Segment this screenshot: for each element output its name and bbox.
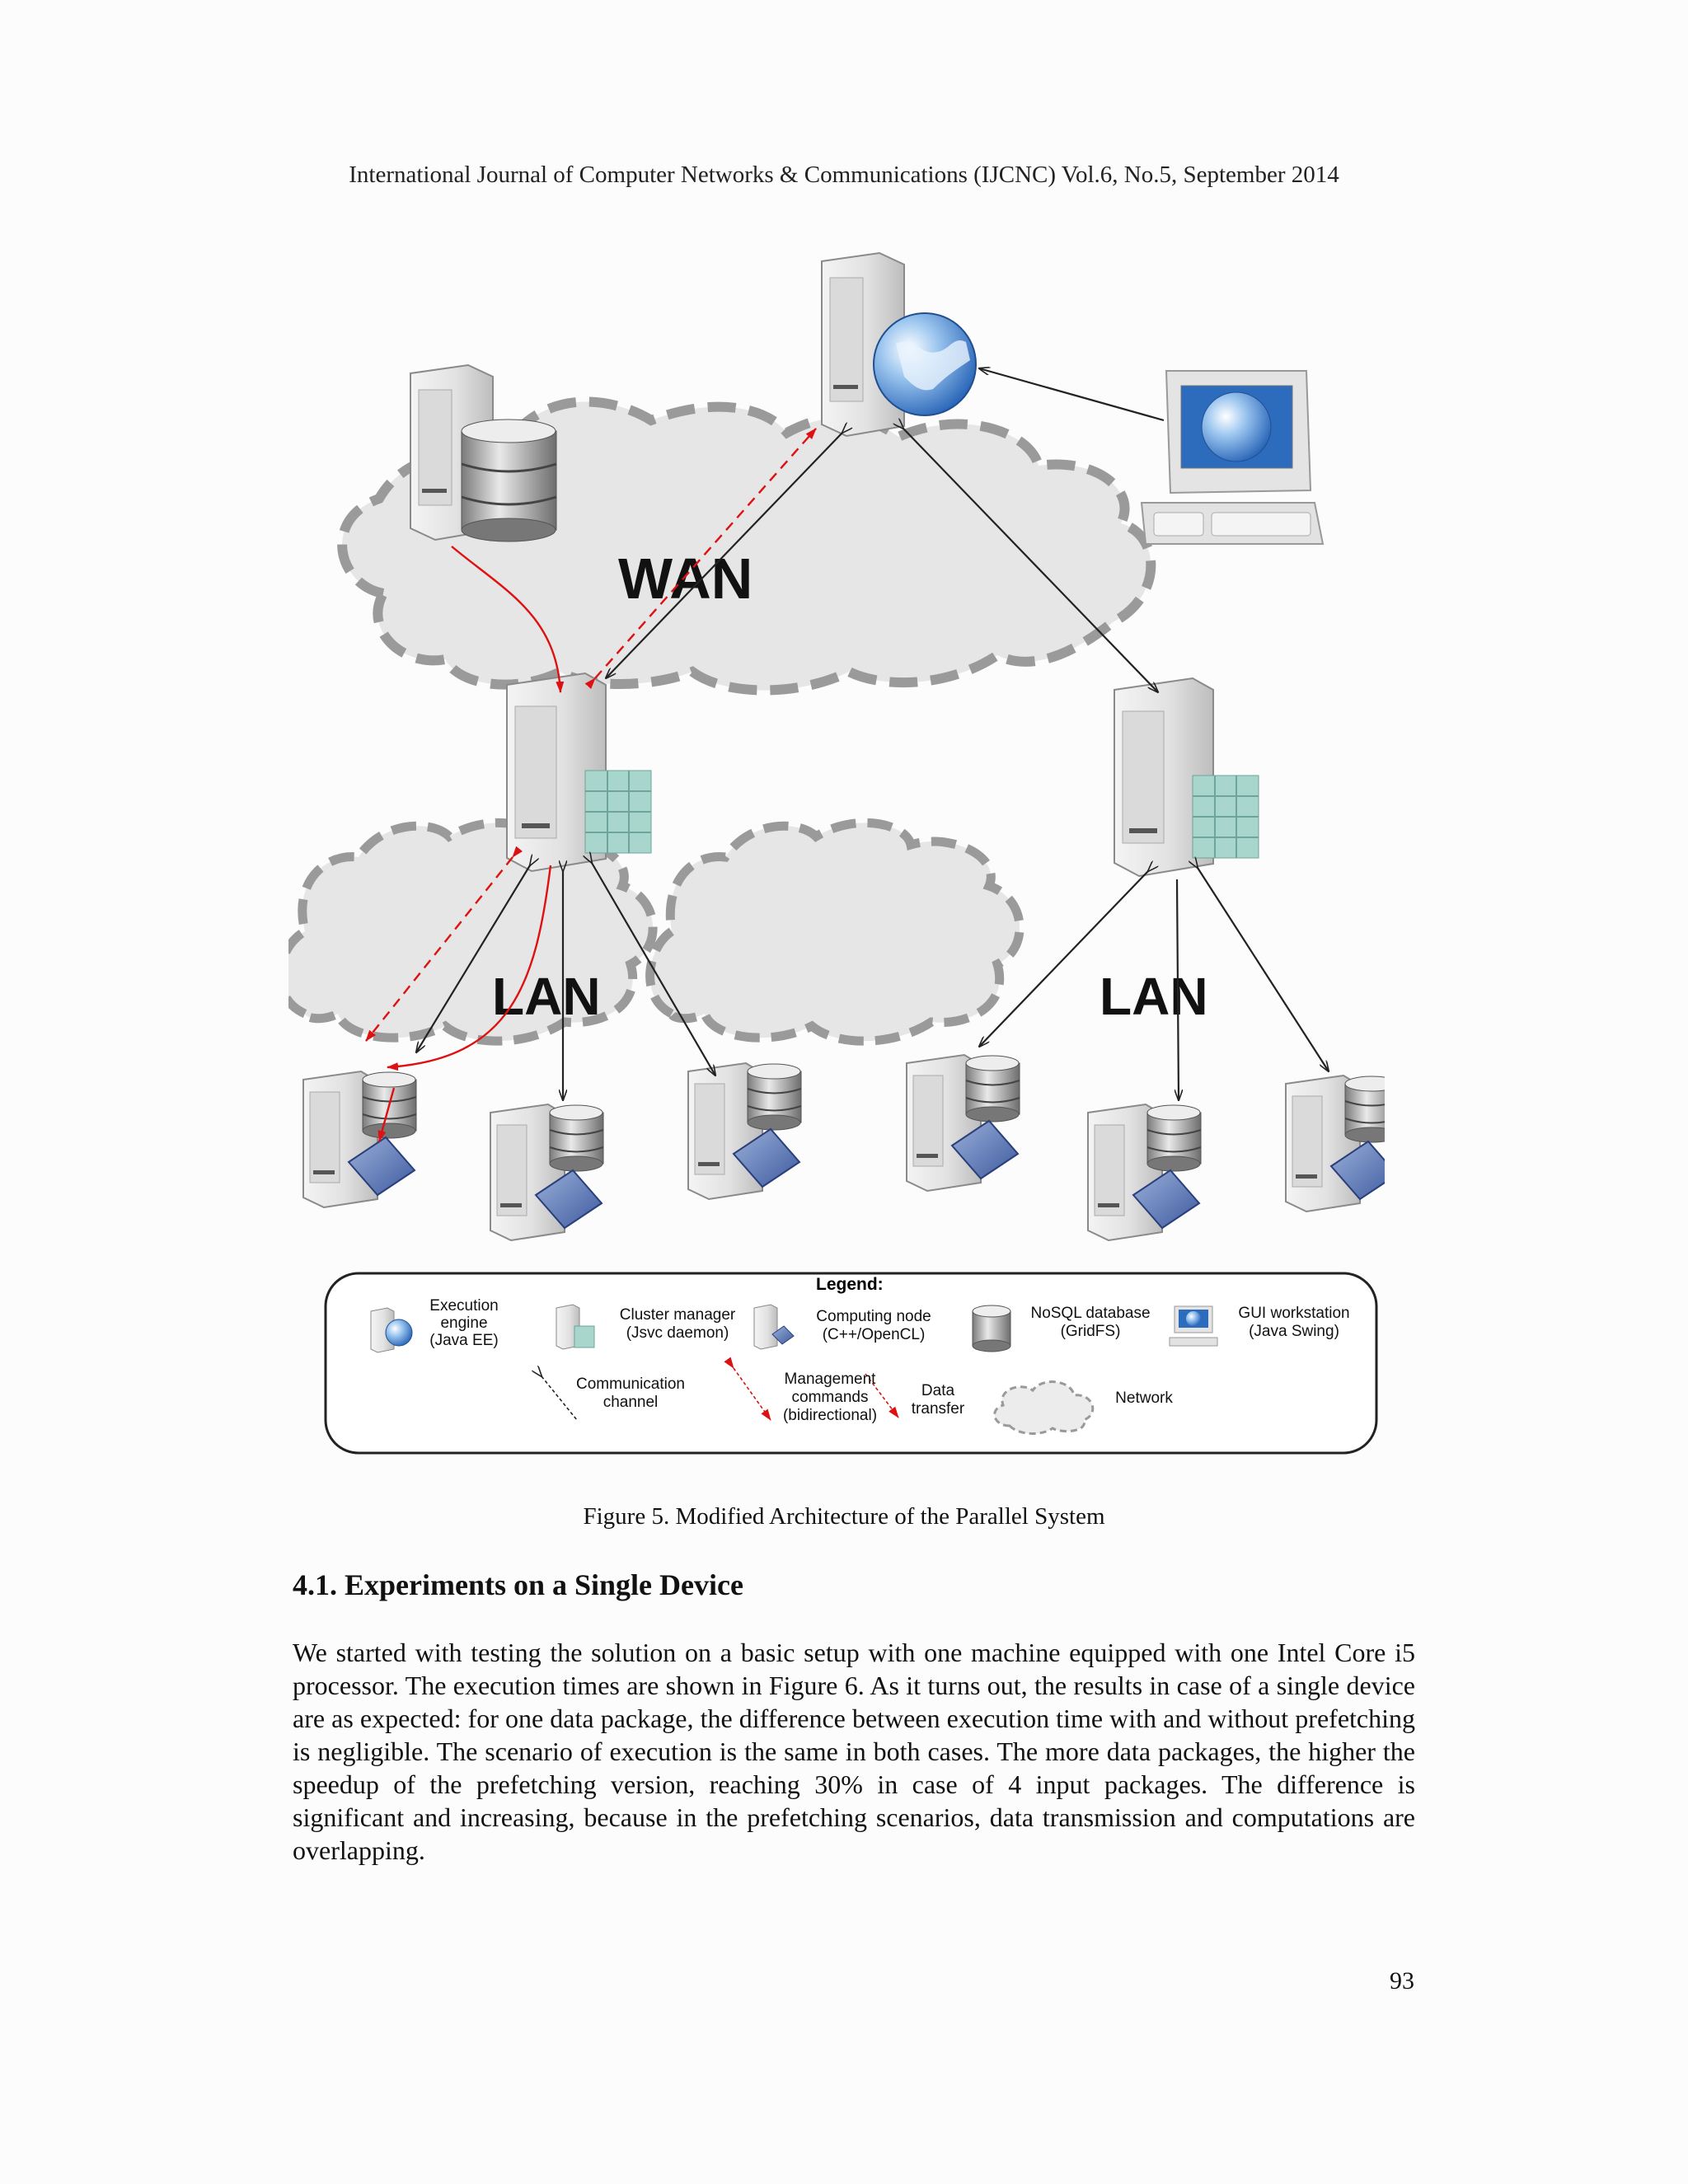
management-commands	[365, 428, 817, 1042]
nosql-database-legend-icon	[972, 1305, 1011, 1352]
legend-gui-l1: GUI workstation	[1238, 1305, 1349, 1322]
legend-cluster-manager-l1: Cluster manager	[620, 1306, 736, 1324]
channel-lan-right-3	[1198, 868, 1329, 1071]
command-lan	[365, 846, 523, 1042]
legend-commands-l1: Management	[785, 1371, 877, 1388]
page-number: 93	[1390, 1967, 1414, 1994]
transfer-db-to-manager	[451, 546, 565, 693]
legend-execution-engine-l3: (Java EE)	[429, 1332, 498, 1349]
wan-label: WAN	[618, 546, 753, 611]
legend-command-sample	[724, 1357, 771, 1421]
cluster-manager-right	[1114, 677, 1259, 878]
computing-node	[1087, 1103, 1202, 1242]
legend-channel-l1: Communication	[576, 1376, 685, 1393]
cluster-manager-legend-icon	[556, 1304, 595, 1350]
channel-lan-left-3	[592, 863, 715, 1076]
execution-engine-legend-icon	[370, 1307, 413, 1353]
legend-computing-node-l2: (C++/OpenCL)	[823, 1326, 926, 1343]
legend-execution-engine-l1: Execution	[429, 1297, 498, 1315]
legend-computing-node-l1: Computing node	[816, 1308, 931, 1325]
legend-nosql-l1: NoSQL database	[1030, 1305, 1150, 1322]
legend-commands-l2: commands	[792, 1389, 869, 1406]
channel-lan-right-1	[979, 871, 1148, 1047]
computing-node-legend-icon	[753, 1304, 795, 1350]
legend-channel-sample	[542, 1376, 578, 1421]
journal-header: International Journal of Computer Networ…	[349, 162, 1339, 188]
transfer-manager-to-node	[387, 865, 552, 1071]
legend-title: Legend:	[816, 1275, 884, 1294]
figure-caption: Figure 5. Modified Architecture of the P…	[583, 1503, 1105, 1530]
globe-icon	[1201, 391, 1272, 462]
command-wan	[584, 428, 817, 690]
legend-nosql-l2: (GridFS)	[1061, 1323, 1121, 1340]
channel-lan-right-2	[1177, 879, 1179, 1100]
legend-transfer-l1: Data	[921, 1382, 955, 1399]
legend-channel-l2: channel	[603, 1394, 659, 1411]
computing-node	[302, 1070, 417, 1209]
legend-commands-l3: (bidirectional)	[783, 1407, 877, 1424]
computing-node	[687, 1062, 802, 1201]
gui-workstation-legend-icon	[1169, 1305, 1218, 1347]
channel-gui	[979, 368, 1165, 422]
legend-network-l1: Network	[1115, 1390, 1173, 1407]
legend-network-sample	[993, 1380, 1095, 1435]
cluster-manager-left	[506, 672, 652, 873]
legend-gui-l2: (Java Swing)	[1249, 1323, 1339, 1340]
computing-node	[490, 1103, 604, 1242]
architecture-diagram: WAN LAN LAN	[288, 251, 1385, 1455]
computing-node	[1285, 1074, 1385, 1213]
channel-wan-right	[903, 429, 1158, 692]
body-paragraph: We started with testing the solution on …	[293, 1638, 1415, 1865]
legend-execution-engine-l2: engine	[440, 1315, 487, 1332]
execution-engine-server	[821, 251, 977, 438]
gui-workstation	[1140, 370, 1325, 545]
transfer-db-to-chip	[377, 1087, 396, 1142]
data-transfers	[377, 546, 565, 1142]
legend-cluster-manager-l2: (Jsvc daemon)	[626, 1324, 729, 1342]
lan-right-label: LAN	[1100, 967, 1208, 1026]
lan-left-label: LAN	[492, 967, 601, 1026]
legend: Legend: Execution engine	[324, 1272, 1378, 1455]
computing-node	[906, 1053, 1020, 1193]
legend-transfer-l2: transfer	[912, 1400, 965, 1418]
nosql-database-server	[410, 363, 557, 542]
section-heading: 4.1. Experiments on a Single Device	[293, 1568, 743, 1601]
